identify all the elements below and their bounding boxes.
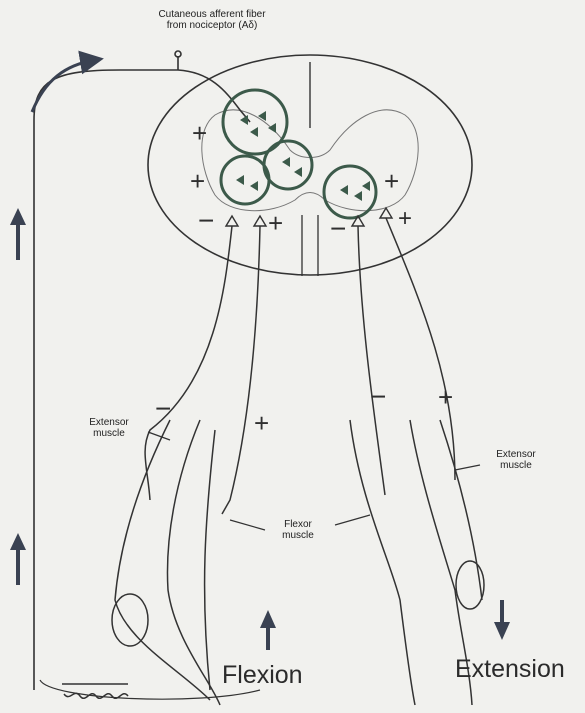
plus-sign: + <box>190 168 205 195</box>
flexion-label: Flexion <box>222 662 303 688</box>
minus-sign: − <box>370 382 386 411</box>
minus-sign: − <box>198 206 214 235</box>
minus-sign: − <box>155 394 171 423</box>
extensor-right-line1: Extensor <box>480 450 552 461</box>
flow-arrows <box>32 60 95 112</box>
afferent-fiber <box>34 51 260 699</box>
synapse-clusters <box>236 111 370 201</box>
plus-sign: + <box>192 120 207 147</box>
afferent-label-line1: Cutaneous afferent fiber <box>142 10 282 21</box>
extensor-right-line2: muscle <box>480 461 552 472</box>
plus-sign: + <box>438 384 453 411</box>
afferent-label: Cutaneous afferent fiber from nociceptor… <box>142 10 282 31</box>
afferent-label-line2: from nociceptor (Aδ) <box>142 21 282 32</box>
plus-sign: + <box>268 210 283 237</box>
plus-sign: + <box>384 168 399 195</box>
minus-sign: − <box>330 214 346 243</box>
flexor-muscle-label: Flexor muscle <box>268 520 328 541</box>
plus-sign: + <box>398 206 412 231</box>
efferent-fibers <box>145 218 455 514</box>
interneuron-circles <box>221 90 376 218</box>
extension-label: Extension <box>455 656 565 682</box>
flexor-line2: muscle <box>268 531 328 542</box>
extensor-muscle-label-left: Extensor muscle <box>70 418 148 439</box>
extensor-left-line2: muscle <box>70 429 148 440</box>
down-arrow-icon <box>494 600 510 640</box>
up-arrow-icon <box>260 610 276 650</box>
extensor-left-line1: Extensor <box>70 418 148 429</box>
flexor-line1: Flexor <box>268 520 328 531</box>
extensor-muscle-label-right: Extensor muscle <box>480 450 552 471</box>
up-arrow-icon <box>10 208 26 260</box>
left-leg <box>112 420 220 705</box>
up-arrow-icon <box>10 533 26 585</box>
label-pointers <box>148 432 480 530</box>
curve-arrow <box>32 60 95 112</box>
plus-sign: + <box>254 410 269 437</box>
